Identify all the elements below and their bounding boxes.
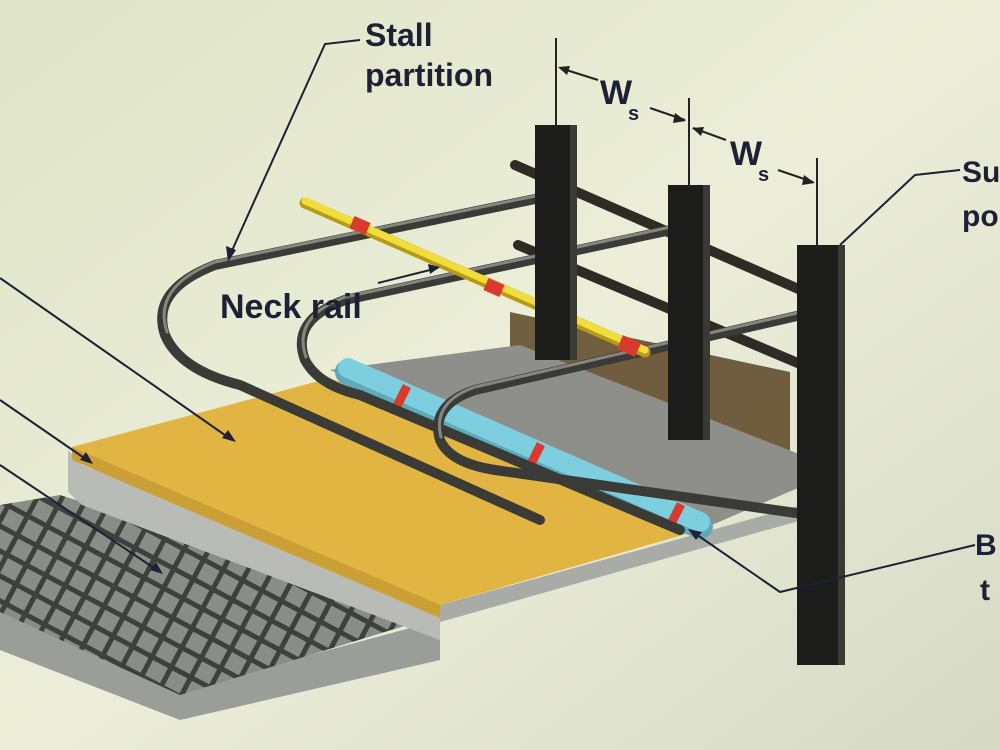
brisket-tube — [335, 358, 713, 539]
label-neck-rail: Neck rail — [220, 288, 362, 326]
label-stall-partition-line1: Stall — [365, 17, 433, 53]
label-bottom-right-line1: B — [975, 529, 997, 562]
stall-partition — [157, 193, 815, 535]
label-bottom-right-line2: t — [980, 574, 990, 607]
label-stall-partition-line2: partition — [365, 57, 493, 93]
leader-arrowheads — [80, 246, 702, 574]
leader-lines — [0, 39, 976, 594]
support-posts — [535, 125, 845, 665]
label-spacing-sub-1: s — [628, 103, 639, 125]
label-support-post-line1: Su — [962, 156, 1000, 189]
bedding-platform-edge — [72, 447, 440, 618]
post-right — [797, 245, 845, 665]
platform-front-face — [440, 500, 820, 622]
label-spacing-sub-2: s — [758, 164, 769, 186]
label-spacing-w-2: W — [730, 135, 763, 173]
label-spacing-w-1: W — [600, 74, 633, 112]
neck-rail — [299, 197, 651, 358]
slatted-floor-side — [0, 610, 440, 720]
slatted-floor — [0, 495, 440, 695]
label-support-post-line2: po — [962, 200, 999, 233]
dimension-arrowheads — [558, 66, 815, 185]
stall-partition-highlight — [162, 193, 812, 439]
stall-floor — [330, 345, 840, 530]
